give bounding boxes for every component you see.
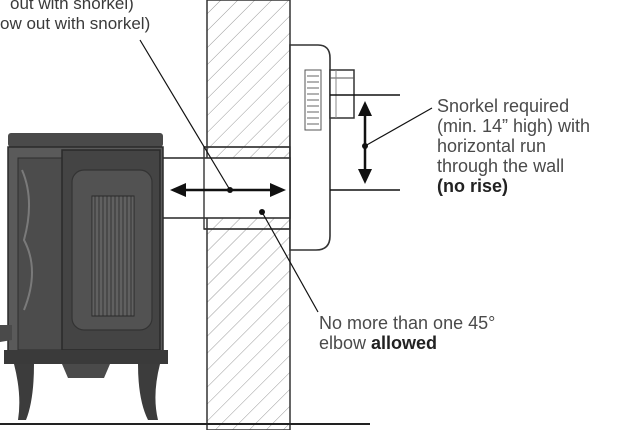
elbow-note-leader [261, 211, 319, 313]
snorkel-height-arrow [358, 101, 372, 184]
stove [0, 133, 168, 420]
snorkel-height-dimension [330, 94, 400, 191]
snorkel-note-line3: horizontal run [437, 136, 547, 156]
snorkel-note-line1: Snorkel required [437, 96, 570, 116]
termination-cap [289, 44, 355, 251]
snorkel-note-line2: (min. 14” high) with [437, 116, 591, 136]
snorkel-note-leader [364, 107, 433, 147]
elbow-note-prefix: elbow [319, 333, 372, 353]
elbow-note: No more than one 45° elbow allowed [319, 313, 495, 353]
snorkel-note: Snorkel required (min. 14” high) with ho… [437, 96, 590, 196]
elbow-note-line1: No more than one 45° [319, 313, 496, 333]
elbow-note-emphasis: allowed [371, 333, 438, 353]
top-label-line2: ow out with snorkel) [0, 14, 151, 33]
top-label-line1: out with snorkel) [10, 0, 134, 13]
snorkel-note-emphasis: (no rise) [437, 176, 509, 196]
snorkel-note-line4: through the wall [437, 156, 565, 176]
top-label-leader [139, 39, 231, 191]
